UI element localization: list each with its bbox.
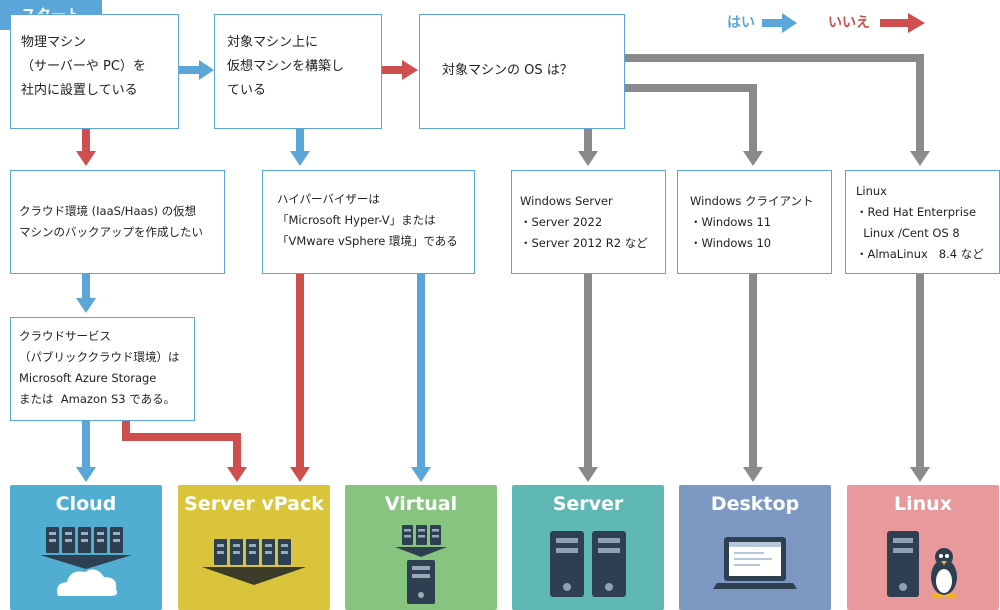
product-server-vpack[interactable]: Server vPack [178, 485, 330, 610]
servers-cloud-icon [40, 527, 132, 596]
arrow-windows-server-product [578, 274, 598, 482]
legend-yes-arrow [762, 13, 797, 33]
box-line: ている [227, 83, 267, 98]
tux-server-icon [887, 531, 957, 599]
arrow-cloudservice-no [122, 421, 247, 482]
os-linux: Linux ・Red Hat Enterprise Linux /Cent OS… [845, 170, 1000, 274]
product-name: Server [552, 493, 624, 515]
box-line: Linux /Cent OS 8 [856, 226, 960, 240]
laptop-icon [713, 537, 797, 589]
box-line: 「VMware vSphere 環境」である [277, 234, 458, 248]
product-linux[interactable]: Linux [847, 485, 999, 610]
box-line: 対象マシンの OS は？ [442, 63, 573, 78]
box-line: または Amazon S3 である。 [19, 392, 176, 406]
box-line: （パブリッククラウド環境）は [19, 350, 180, 364]
box-line: クラウド環境 (IaaS/Haas) の仮想 [19, 204, 197, 218]
os-windows-client: Windows クライアント ・Windows 11 ・Windows 10 [677, 170, 832, 274]
arrow-hypervisor-no [290, 274, 310, 482]
box-line: ・Windows 11 [690, 215, 772, 229]
box-line: ・Server 2022 [520, 215, 603, 229]
arrow-vm-yes [290, 129, 310, 166]
box-line: ・Windows 10 [690, 236, 772, 250]
box-line: ・Server 2012 R2 など [520, 236, 648, 250]
box-line: クラウドサービス [19, 329, 111, 343]
arrow-cloudservice-yes [76, 421, 96, 482]
arrow-os-linux [625, 54, 930, 166]
product-virtual[interactable]: Virtual [345, 485, 497, 610]
arrow-vm-no [382, 60, 418, 80]
question-hypervisor: ハイパーバイザーは 「Microsoft Hyper-V」または 「VMware… [262, 170, 475, 274]
product-name: Cloud [55, 493, 117, 515]
box-line: ・AlmaLinux 8.4 など [856, 247, 984, 261]
arrow-physical-no [76, 129, 96, 166]
product-name: Virtual [384, 493, 458, 515]
arrow-windows-client-product [743, 274, 763, 482]
arrow-os-windows-client [625, 84, 763, 166]
box-line: 物理マシン [21, 35, 87, 50]
question-os: 対象マシンの OS は？ [419, 14, 625, 129]
legend-no-arrow [880, 13, 925, 33]
box-line: 「Microsoft Hyper-V」または [277, 213, 436, 227]
arrow-hypervisor-yes [411, 274, 431, 482]
product-name: Server vPack [184, 493, 324, 515]
box-line: Windows クライアント [690, 194, 814, 208]
legend-no-label: いいえ [828, 15, 870, 31]
question-physical-machine: 物理マシン （サーバーや PC）を 社内に設置している [10, 14, 179, 129]
arrow-physical-yes [179, 60, 214, 80]
product-name: Linux [894, 493, 952, 515]
box-line: 仮想マシンを構築し [227, 59, 345, 74]
arrow-cloudvm-yes [76, 274, 96, 313]
box-line: （サーバーや PC）を [21, 59, 146, 74]
product-name: Desktop [710, 493, 800, 515]
box-line: Linux [856, 184, 887, 198]
question-vm-build: 対象マシン上に 仮想マシンを構築し ている [214, 14, 382, 129]
product-desktop[interactable]: Desktop [679, 485, 831, 610]
question-cloud-service: クラウドサービス （パブリッククラウド環境）は Microsoft Azure … [10, 317, 195, 421]
box-line: 社内に設置している [21, 83, 138, 98]
box-line: マシンのバックアップを作成したい [19, 225, 203, 239]
virtual-server-icon [395, 525, 447, 604]
box-line: Microsoft Azure Storage [19, 371, 157, 385]
box-line: 対象マシン上に [227, 35, 319, 50]
arrow-linux-product [910, 274, 930, 482]
arrow-os-windows-server [578, 129, 598, 166]
box-line: ハイパーバイザーは [277, 192, 380, 206]
servers-platform-icon [202, 539, 306, 585]
question-cloud-vm-backup: クラウド環境 (IaaS/Haas) の仮想 マシンのバックアップを作成したい [10, 170, 225, 274]
tower-servers-icon [550, 531, 626, 597]
product-cloud[interactable]: Cloud [10, 485, 162, 610]
legend-yes-label: はい [727, 15, 755, 31]
product-server[interactable]: Server [512, 485, 664, 610]
box-line: Windows Server [520, 194, 613, 208]
box-line: ・Red Hat Enterprise [856, 205, 977, 219]
os-windows-server: Windows Server ・Server 2022 ・Server 2012… [511, 170, 666, 274]
